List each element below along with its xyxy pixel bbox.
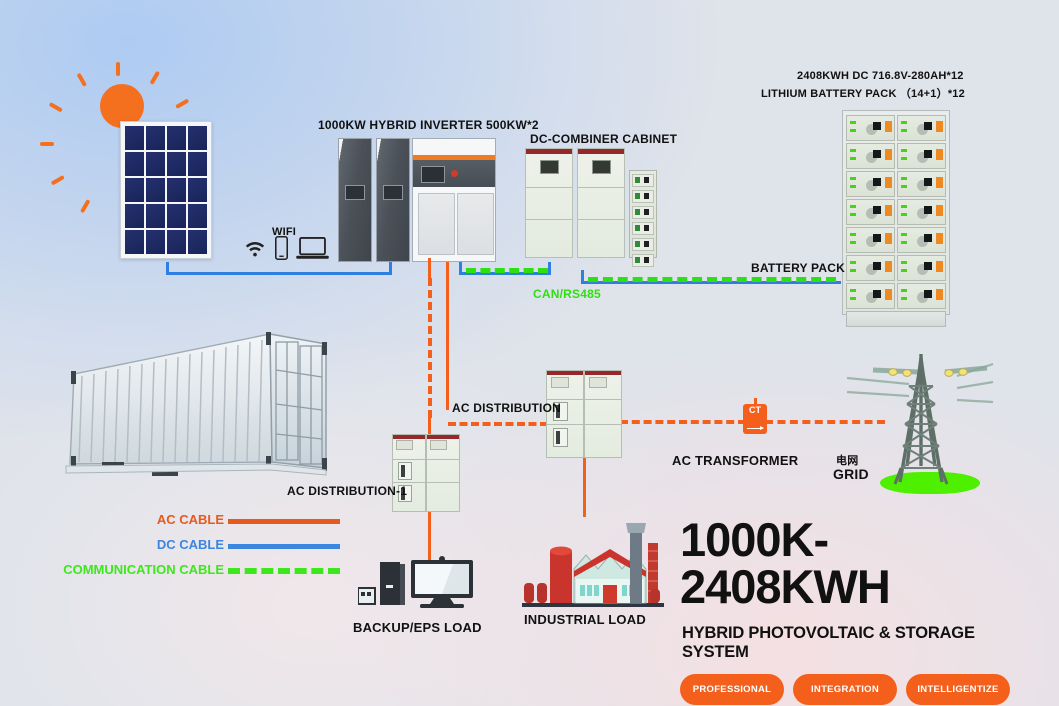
dc-bus-solar-right-riser [389,262,392,274]
legend-swatch-ac-cable [228,519,340,524]
dc-bus-combiner-left-riser [459,262,462,274]
comm-cable-battery [588,277,836,282]
legend-label-dc-cable: DC CABLE [156,537,224,552]
battery-module [846,283,895,309]
grid-cjk-label: 电网 [836,455,859,467]
can-rs485-label: CAN/RS485 [533,287,601,301]
battery-module [846,171,895,197]
battery-module [897,227,946,253]
inverter-label: 1000KW HYBRID INVERTER 500KW*2 [318,118,539,132]
legend-row: COMMUNICATION CABLE [18,562,358,587]
combiner-cabinet-2 [577,148,625,258]
wifi-device-group [244,228,329,262]
transmission-tower-icon [846,354,994,485]
battery-module [846,255,895,281]
battery-module [846,227,895,253]
battery-module [897,143,946,169]
wifi-icon [245,242,265,257]
backup-eps-load-label: BACKUP/EPS LOAD [353,620,482,635]
inverter-cabinet-2 [376,138,410,262]
combiner-cabinet-1 [525,148,573,258]
ac-distribution-cabinet [546,370,622,458]
ac-run-to-grid [765,420,885,424]
inverter-display [421,166,445,183]
lithium-battery-rack [842,110,950,327]
legend-swatch-dc-cable [228,544,340,549]
legend-row: AC CABLE [18,512,358,537]
legend-swatch-communication-cable [228,568,340,574]
dc-bus-solar-left-riser [166,262,169,274]
battery-spec-line-1: 2408KWH DC 716.8V-280AH*12 [797,70,964,82]
industrial-load-label: INDUSTRIAL LOAD [524,612,646,627]
headline: 1000K-2408KWH [680,513,891,613]
battery-pack-label: BATTERY PACK [751,261,845,275]
dc-bus-solar [166,272,392,275]
feature-pill-group: PROFESSIONAL INTEGRATION INTELLIGENTIZE [680,674,1025,705]
grid-ground-patch [880,472,980,494]
ac-distribution-run [448,422,548,426]
wifi-label: WIFI [272,226,297,238]
grid-label: GRID [833,466,869,482]
dc-bus-combiner-right-riser [548,262,551,274]
legend-row: DC CABLE [18,537,358,562]
subtitle: HYBRID PHOTOVOLTAIC & STORAGE SYSTEM [682,624,975,661]
phone-icon [275,236,288,260]
industrial-load-icon [522,523,664,607]
ac-branch-vertical [446,262,449,410]
ac-distribution-label: AC DISTRIBUTION [452,401,561,415]
sun-icon [40,62,200,222]
sun-core [100,84,144,128]
pill-integration[interactable]: INTEGRATION [793,674,897,705]
legend-label-communication-cable: COMMUNICATION CABLE [63,562,224,577]
legend-label-ac-cable: AC CABLE [156,512,224,527]
hybrid-inverter [338,138,496,262]
battery-module [846,199,895,225]
ac-trunk-top [428,258,431,280]
battery-module [897,171,946,197]
inverter-cabinet-1 [338,138,372,262]
dc-bus-combiner [459,272,551,275]
battery-rack-base [846,311,946,327]
backup-eps-load-icon [358,556,473,608]
battery-spec-line-2: LITHIUM BATTERY PACK （14+1）*12 [761,88,965,100]
battery-module [897,255,946,281]
pill-professional[interactable]: PROFESSIONAL [680,674,784,705]
battery-module [846,143,895,169]
combiner-terminal-panel [629,170,657,267]
ct-meter: CT [743,398,767,434]
battery-module [897,283,946,309]
laptop-icon [296,237,329,259]
dc-bus-battery [581,281,841,284]
ac-distribution-1-cabinet [392,434,460,512]
pill-intelligentize[interactable]: INTELLIGENTIZE [906,674,1010,705]
dc-bus-battery-left-riser [581,270,584,283]
solar-panel [120,121,212,259]
battery-module [846,115,895,141]
ac-trunk-dashed [428,278,432,418]
battery-module [897,199,946,225]
dc-combiner-cabinet [525,148,657,267]
title-block: 1000K-2408KWH HYBRID PHOTOVOLTAIC & STOR… [680,516,1025,705]
ac-distribution-1-label: AC DISTRIBUTION-1 [287,484,408,498]
inverter-cabinet-main [412,138,496,262]
dc-combiner-label: DC-COMBINER CABINET [530,132,678,146]
battery-module [897,115,946,141]
ac-transformer-label: AC TRANSFORMER [672,453,799,468]
energy-storage-container [65,332,327,476]
ct-label: CT [749,405,761,415]
comm-cable-combiner [466,268,548,273]
ac-run-to-ct [620,420,746,424]
ac-drop-industrial [583,455,586,517]
cable-legend: AC CABLE DC CABLE COMMUNICATION CABLE [18,512,358,587]
